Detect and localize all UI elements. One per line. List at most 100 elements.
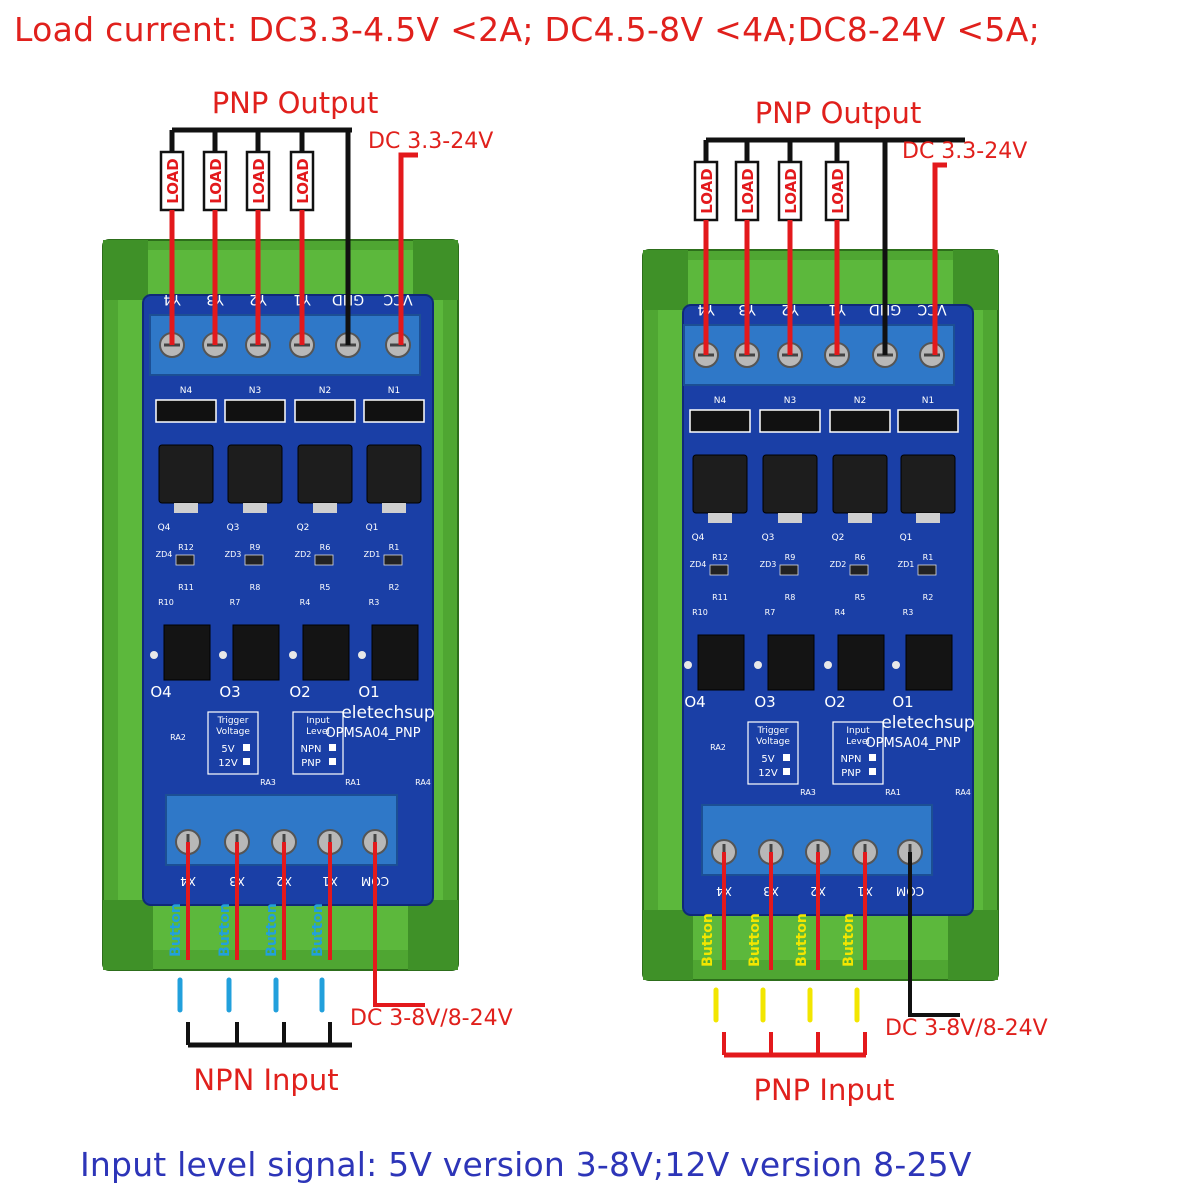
pnp-input-wiring-panel: Y4Y3Y2Y1GNDVCCN4Q4ZD4R12R11R10O4N3Q3ZD3R… bbox=[642, 96, 1048, 1107]
optocoupler-package bbox=[767, 634, 815, 691]
mosfet-tab bbox=[708, 513, 732, 523]
opto-silk: O2 bbox=[824, 693, 845, 711]
mosfet-package bbox=[366, 444, 422, 504]
zener-silk: ZD2 bbox=[830, 560, 847, 569]
mosfet-silk: N1 bbox=[922, 396, 934, 406]
top-terminal-block bbox=[149, 314, 421, 376]
optocoupler-package bbox=[232, 624, 280, 681]
led-indicator bbox=[684, 661, 692, 669]
optocoupler-package bbox=[905, 634, 953, 691]
resistor-silk: R7 bbox=[765, 608, 776, 617]
resistor-silk: R10 bbox=[158, 598, 174, 607]
load-label: LOAD bbox=[739, 168, 757, 213]
button-label: Button bbox=[747, 913, 763, 967]
input-level-title: Level bbox=[306, 727, 330, 737]
input-level-box bbox=[832, 721, 884, 785]
zener-silk: ZD2 bbox=[295, 550, 312, 559]
opto-silk: O4 bbox=[684, 693, 705, 711]
diode-package bbox=[224, 399, 286, 423]
diode-package bbox=[829, 409, 891, 433]
mosfet-package bbox=[832, 454, 888, 514]
opto-silk: O3 bbox=[219, 683, 240, 701]
mosfet-tab bbox=[916, 513, 940, 523]
jumper-pad bbox=[869, 754, 876, 761]
com-wire bbox=[373, 842, 425, 1007]
resistor-silk: R8 bbox=[250, 583, 261, 592]
brand-silk: eletechsup bbox=[881, 713, 974, 733]
led-indicator bbox=[150, 651, 158, 659]
resistor-silk: R11 bbox=[712, 593, 728, 602]
button-label: Button bbox=[168, 903, 184, 957]
resistor-silk: R2 bbox=[389, 583, 400, 592]
mosfet-tab bbox=[848, 513, 872, 523]
output-title: PNP Output bbox=[755, 96, 922, 130]
mosfet-silk: N4 bbox=[180, 386, 193, 396]
mosfet-package bbox=[762, 454, 818, 514]
resistor-silk: R7 bbox=[230, 598, 241, 607]
trigger-voltage-box bbox=[747, 721, 799, 785]
top-terminal-block bbox=[683, 324, 955, 386]
diode-package bbox=[294, 399, 356, 423]
resistor-silk: R11 bbox=[178, 583, 194, 592]
resistor-smd bbox=[314, 554, 334, 566]
mosfet-silk: N3 bbox=[249, 386, 261, 396]
opto-silk: O3 bbox=[754, 693, 775, 711]
input-title: PNP Input bbox=[754, 1073, 895, 1107]
transistor-silk: Q3 bbox=[227, 523, 240, 533]
mosfet-package bbox=[900, 454, 956, 514]
resistor-smd bbox=[244, 554, 264, 566]
resistor-array-silk: RA4 bbox=[955, 788, 971, 797]
enclosure-clip-tr bbox=[953, 250, 998, 310]
input-level-box bbox=[292, 711, 344, 775]
resistor-silk: R10 bbox=[692, 608, 708, 617]
mosfet-tab bbox=[382, 503, 406, 513]
zener-silk: ZD3 bbox=[760, 560, 777, 569]
opto-silk: O2 bbox=[289, 683, 310, 701]
enclosure-clip-bl bbox=[643, 910, 693, 980]
supply-voltage-label: DC 3.3-24V bbox=[902, 139, 1027, 164]
enclosure-clip-br bbox=[948, 910, 998, 980]
input-level-option: NPN bbox=[301, 744, 322, 755]
trigger-voltage-option: 5V bbox=[761, 754, 774, 765]
load-label: LOAD bbox=[164, 158, 182, 203]
trigger-voltage-box bbox=[207, 711, 259, 775]
mosfet-package bbox=[692, 454, 748, 514]
resistor-silk: R5 bbox=[320, 583, 331, 592]
enclosure-clip-bl bbox=[103, 900, 153, 970]
load-label: LOAD bbox=[829, 168, 847, 213]
trigger-voltage-title: Trigger bbox=[756, 726, 788, 736]
resistor-silk: R9 bbox=[785, 553, 796, 562]
trigger-voltage-title: Voltage bbox=[756, 737, 790, 747]
input-level-title: Input bbox=[846, 726, 870, 736]
model-silk: OPMSA04_PNP bbox=[325, 726, 420, 741]
resistor-silk: R2 bbox=[923, 593, 934, 602]
load-label: LOAD bbox=[782, 168, 800, 213]
zener-silk: ZD4 bbox=[156, 550, 173, 559]
trigger-voltage-option: 12V bbox=[218, 758, 238, 769]
resistor-silk: R12 bbox=[178, 543, 194, 552]
resistor-array-silk: RA3 bbox=[800, 788, 816, 797]
resistor-silk: R1 bbox=[389, 543, 400, 552]
trigger-voltage-title: Voltage bbox=[216, 727, 250, 737]
transistor-silk: Q1 bbox=[900, 533, 913, 543]
resistor-array-silk: RA1 bbox=[885, 788, 901, 797]
top-terminal-label: VCC bbox=[917, 301, 946, 317]
input-title: NPN Input bbox=[193, 1063, 338, 1097]
zener-silk: ZD1 bbox=[364, 550, 381, 559]
load-current-note: Load current: DC3.3-4.5V <2A; DC4.5-8V <… bbox=[14, 10, 1041, 49]
button-label: Button bbox=[841, 913, 857, 967]
top-terminal-label: VCC bbox=[383, 291, 412, 307]
model-silk: OPMSA04_PNP bbox=[865, 736, 960, 751]
diode-package bbox=[689, 409, 751, 433]
vcc-wire bbox=[398, 152, 418, 345]
input-level-title: Level bbox=[846, 737, 870, 747]
mosfet-package bbox=[297, 444, 353, 504]
jumper-pad bbox=[329, 758, 336, 765]
npn-input-wiring-panel: Y4Y3Y2Y1GNDVCCN4Q4ZD4R12R11R10O4N3Q3ZD3R… bbox=[102, 86, 513, 1097]
input-level-note: Input level signal: 5V version 3-8V;12V … bbox=[80, 1145, 972, 1184]
transistor-silk: Q1 bbox=[366, 523, 379, 533]
mosfet-silk: N4 bbox=[714, 396, 727, 406]
resistor-smd bbox=[383, 554, 403, 566]
jumper-pad bbox=[329, 744, 336, 751]
mosfet-tab bbox=[243, 503, 267, 513]
